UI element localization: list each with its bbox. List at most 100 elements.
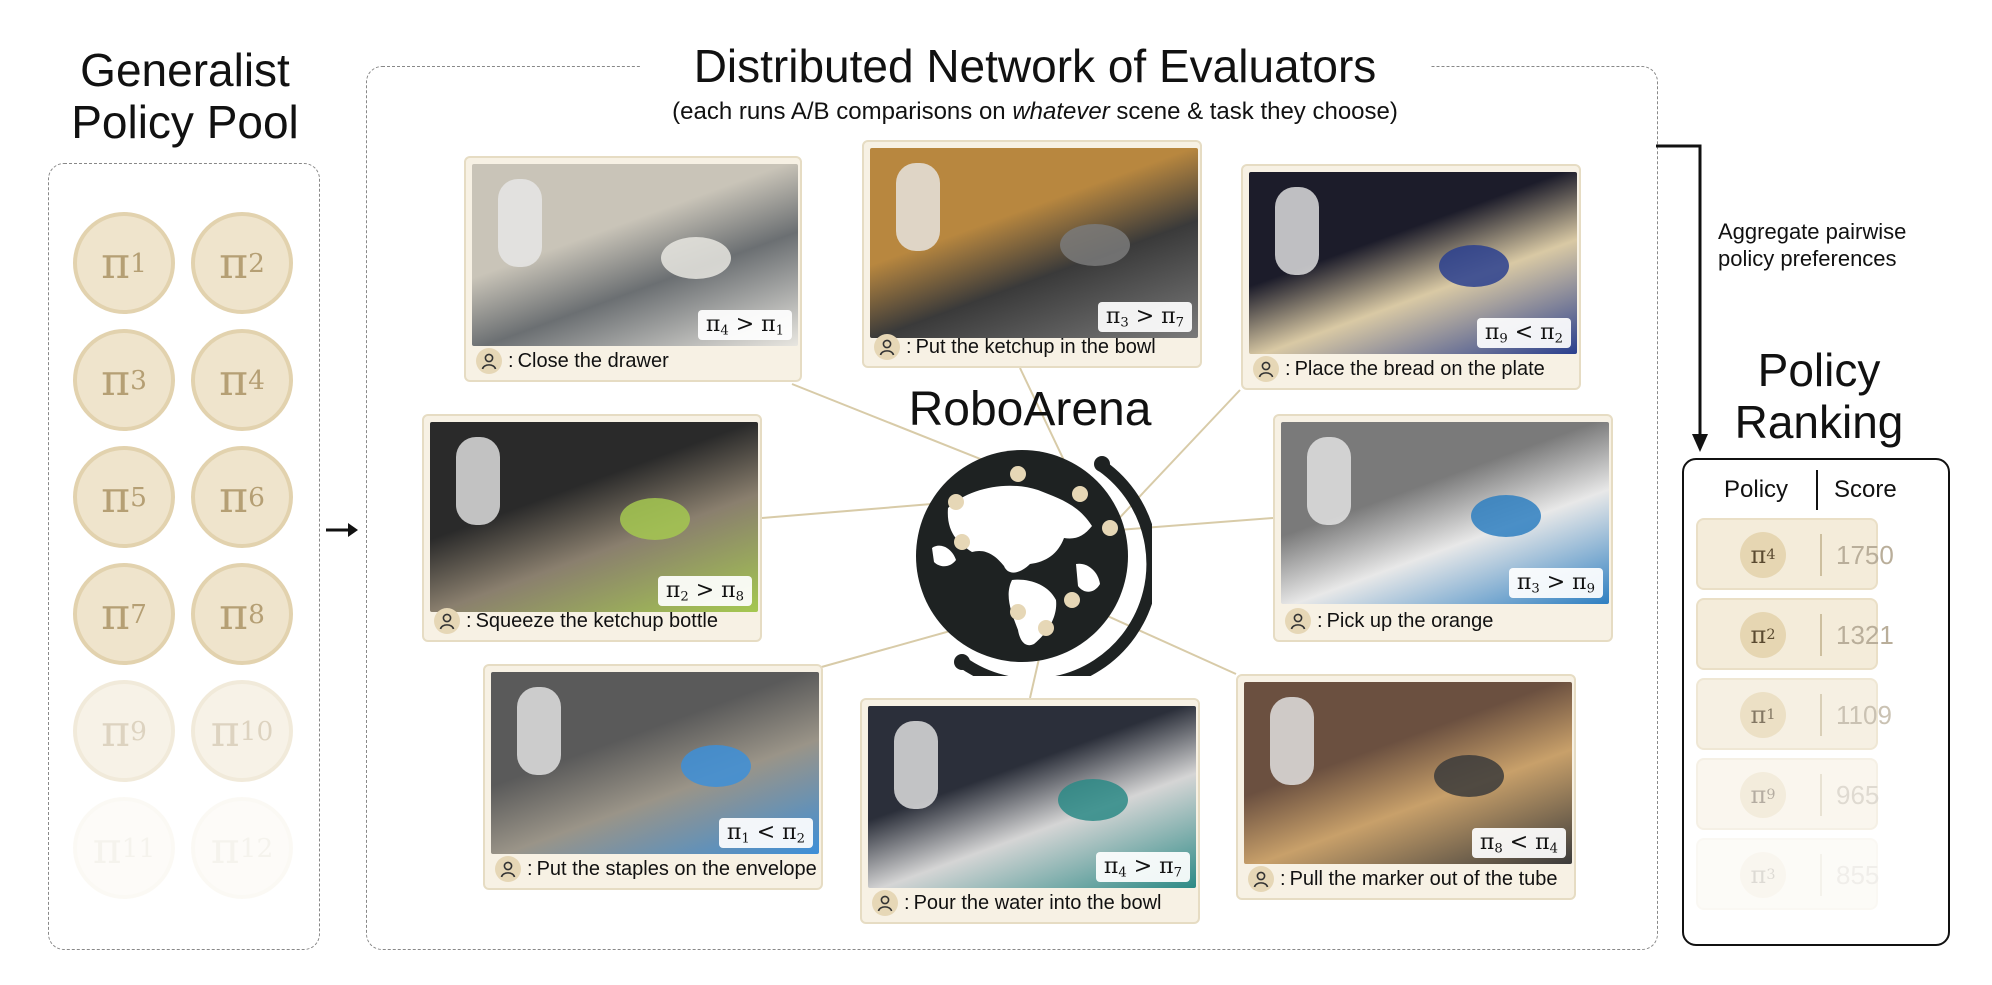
ranking-policy-symbol: π [1750,701,1767,729]
comparison-sub-b: 9 [1586,581,1595,596]
task-text: Pull the marker out of the tube [1289,867,1558,890]
person-icon [872,890,898,916]
task-colon: : [1317,609,1323,632]
ranking-row-divider [1820,774,1822,816]
network-title-bg [640,40,1430,100]
arrow-down-icon [1656,144,1708,452]
policy-circle-symbol: π [219,354,249,406]
pool-title-line2: Policy Pool [71,96,299,148]
comparison-sub-b: 2 [796,831,805,846]
comparison-sub-b: 1 [775,323,784,338]
comparison-pi-a: π [1516,569,1532,595]
comparison-pi-a: π [665,577,681,603]
task-caption: : Pour the water into the bowl [872,888,1161,918]
comparison-pi-b: π [1159,853,1174,879]
aggregate-line2: policy preferences [1718,246,1897,271]
scene-object [681,744,752,787]
robot-arm [894,720,939,809]
task-colon: : [527,857,533,880]
robot-arm [1270,696,1315,785]
arrow-right-icon [326,523,358,537]
globe-node-dot [1010,466,1026,482]
ranking-score: 965 [1836,780,1880,810]
policy-circle-symbol: π [101,588,131,640]
comparison-sub-a: 4 [1118,865,1127,880]
policy-circle-subscript: 5 [130,481,147,513]
ranking-score: 1750 [1836,540,1894,570]
aggregate-label: Aggregate pairwise policy preferences [1718,218,1906,272]
scene-image: π3 > π9 [1281,422,1609,604]
network-subtitle-pre: (each runs A/B comparisons on [672,98,1013,125]
task-caption: : Pull the marker out of the tube [1248,864,1558,894]
comparison-sub-a: 4 [720,323,729,338]
task-caption: : Pick up the orange [1285,606,1493,636]
comparison-op: > [1126,853,1160,879]
globe-node-dot [1102,520,1118,536]
scene-object [620,498,691,540]
comparison-sub-a: 1 [741,831,750,846]
evaluation-card: π4 > π1: Close the drawer [464,156,802,382]
scene-object [1060,224,1131,266]
person-icon [476,348,502,374]
ranking-score: 855 [1836,860,1880,890]
comparison-sub-a: 2 [680,589,689,604]
ranking-score: 1321 [1836,620,1894,650]
comparison-op: > [1539,569,1573,595]
policy-circle-subscript: 9 [130,715,147,747]
ranking-policy-symbol: π [1750,541,1767,569]
task-text: Put the ketchup in the bowl [915,335,1156,358]
comparison-pi-a: π [1105,303,1121,329]
comparison-label: π3 > π9 [1508,567,1603,598]
task-text: Pick up the orange [1326,609,1494,632]
comparison-pi-b: π [1535,829,1550,855]
ranking-policy-subscript: 4 [1766,547,1776,563]
scene-image: π4 > π7 [868,706,1196,888]
evaluation-card: π3 > π9: Pick up the orange [1273,414,1613,642]
policy-circle-subscript: 12 [239,832,274,864]
scene-image: π8 < π4 [1244,682,1572,864]
network-subtitle-post: scene & task they choose) [1109,98,1398,125]
policy-circle-symbol: π [210,705,240,757]
scene-image: π4 > π1 [472,164,798,346]
policy-circle-subscript: 10 [239,715,274,747]
ranking-col-divider [1816,470,1818,510]
task-caption: : Squeeze the ketchup bottle [434,606,718,636]
task-caption: : Close the drawer [476,346,669,376]
ranking-row-divider [1820,694,1822,736]
comparison-op: < [1502,829,1536,855]
ranking-row-divider [1820,534,1822,576]
scene-object [1058,778,1129,821]
comparison-pi-b: π [1540,319,1555,345]
ranking-policy-subscript: 1 [1766,707,1776,723]
ranking-col-policy: Policy [1724,476,1789,503]
robot-arm [1275,186,1320,275]
ranking-row-divider [1820,854,1822,896]
ranking-score: 1109 [1836,700,1892,730]
comparison-label: π3 > π7 [1097,301,1192,332]
ranking-policy-subscript: 3 [1766,867,1776,883]
policy-circle-subscript: 4 [248,364,265,396]
comparison-pi-a: π [1484,319,1500,345]
comparison-sub-b: 4 [1549,841,1558,856]
ranking-policy-symbol: π [1750,861,1767,889]
policy-circle-subscript: 11 [121,832,156,864]
connector-line [761,501,957,519]
policy-circle-symbol: π [219,237,249,289]
person-icon [1248,866,1274,892]
policy-circle-symbol: π [219,588,249,640]
